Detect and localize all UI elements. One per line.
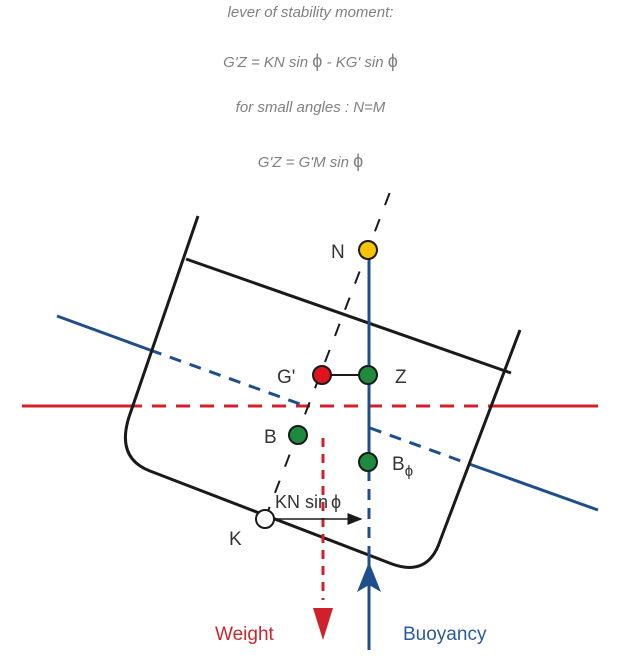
label-kn-sin-text: KN sin bbox=[275, 492, 328, 512]
formula-small-angles-text: for small angles : N=M bbox=[235, 99, 386, 116]
label-buoyancy: Buoyancy bbox=[403, 624, 487, 645]
blue-line-right bbox=[471, 463, 599, 512]
formula-gz-main-left: G'Z = KN sin bbox=[223, 54, 313, 71]
buoyancy-arrow-head bbox=[357, 562, 381, 592]
hull-outline bbox=[124, 215, 522, 569]
blue-line-left bbox=[56, 314, 151, 352]
deck-line bbox=[185, 257, 512, 375]
point-bphi-marker bbox=[358, 452, 378, 472]
label-weight: Weight bbox=[215, 624, 275, 645]
label-bphi: Bϕ bbox=[392, 454, 413, 480]
formula-phi-3: ϕ bbox=[353, 151, 364, 171]
point-b-marker bbox=[288, 425, 308, 445]
weight-arrow-head bbox=[313, 608, 333, 640]
point-k-marker bbox=[255, 509, 275, 529]
formula-lever-title-text: lever of stability moment: bbox=[227, 4, 394, 21]
label-z: Z bbox=[395, 367, 407, 388]
label-bphi-base: B bbox=[392, 454, 405, 475]
formula-gz-small: G'Z = G'M sin ϕ bbox=[0, 151, 621, 172]
formula-phi-1: ϕ bbox=[312, 51, 323, 71]
label-bphi-sub: ϕ bbox=[405, 463, 413, 480]
formula-phi-2: ϕ bbox=[387, 51, 398, 71]
point-n-marker bbox=[358, 240, 378, 260]
formula-gz-main-mid: - KG' sin bbox=[322, 54, 388, 71]
label-k: K bbox=[229, 529, 242, 550]
formula-lever-title: lever of stability moment: bbox=[0, 4, 621, 21]
label-g: G' bbox=[277, 367, 295, 388]
formula-gz-small-text: G'Z = G'M sin bbox=[257, 154, 354, 171]
ship-hull bbox=[124, 215, 522, 569]
formula-gz-main: G'Z = KN sin ϕ - KG' sin ϕ bbox=[0, 51, 621, 72]
point-z-marker bbox=[358, 365, 378, 385]
blue-line-dashed-right bbox=[369, 426, 473, 467]
blue-line-dashed-left bbox=[149, 348, 301, 406]
point-g-marker bbox=[312, 365, 332, 385]
formula-small-angles: for small angles : N=M bbox=[0, 99, 621, 116]
label-kn-sin-phi: ϕ bbox=[331, 492, 341, 512]
blue-inclined-line bbox=[56, 314, 599, 512]
label-n: N bbox=[331, 242, 345, 263]
label-b: B bbox=[264, 427, 277, 448]
